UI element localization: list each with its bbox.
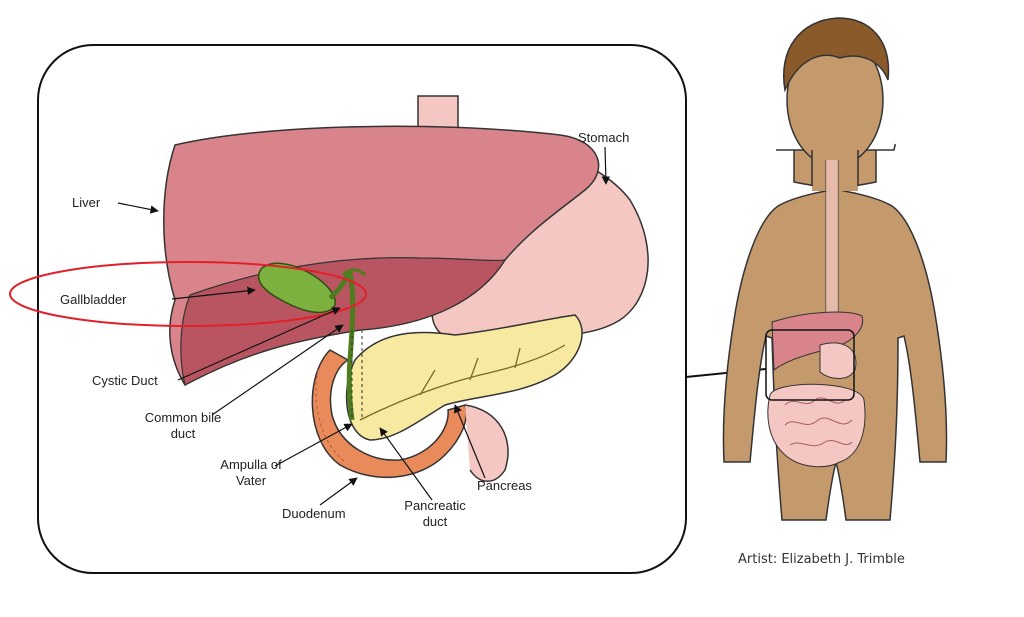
label-ampulla-line1: Ampulla of (220, 457, 282, 472)
hepatic-duct (341, 268, 367, 277)
gallbladder-highlight (9, 261, 367, 327)
label-duodenum: Duodenum (282, 506, 346, 521)
label-liver: Liver (72, 195, 101, 210)
hair (783, 17, 890, 93)
child-figure (722, 17, 948, 521)
pancreas (345, 314, 583, 441)
figure-stomach (819, 342, 857, 379)
label-pancreatic-duct-line1: Pancreatic (404, 498, 466, 513)
label-pancreatic-duct-line2: duct (422, 514, 448, 529)
label-stomach: Stomach (578, 130, 630, 145)
label-gallbladder: Gallbladder (60, 292, 127, 307)
label-cystic-duct: Cystic Duct (92, 373, 158, 388)
label-pancreas: Pancreas (477, 478, 532, 493)
label-ampulla-line2: Vater (235, 473, 267, 488)
figure-liver (771, 311, 864, 372)
label-ampulla: Ampulla of Vater (196, 457, 306, 489)
liver-underside (180, 257, 507, 386)
label-common-bile-duct-line2: duct (170, 426, 196, 441)
small-intestine-start (464, 404, 509, 482)
label-common-bile-duct: Common bile duct (128, 410, 238, 442)
bile-duct (328, 270, 356, 421)
artist-credit: Artist: Elizabeth J. Trimble (738, 552, 905, 567)
pancreatic-duct (359, 344, 566, 421)
label-common-bile-duct-line1: Common bile (144, 410, 222, 425)
figure-intestines (767, 383, 866, 468)
gallbladder (257, 262, 336, 314)
label-pancreatic-duct: Pancreatic duct (380, 498, 490, 530)
zoom-box (765, 329, 855, 401)
leader-arrows (117, 146, 610, 506)
